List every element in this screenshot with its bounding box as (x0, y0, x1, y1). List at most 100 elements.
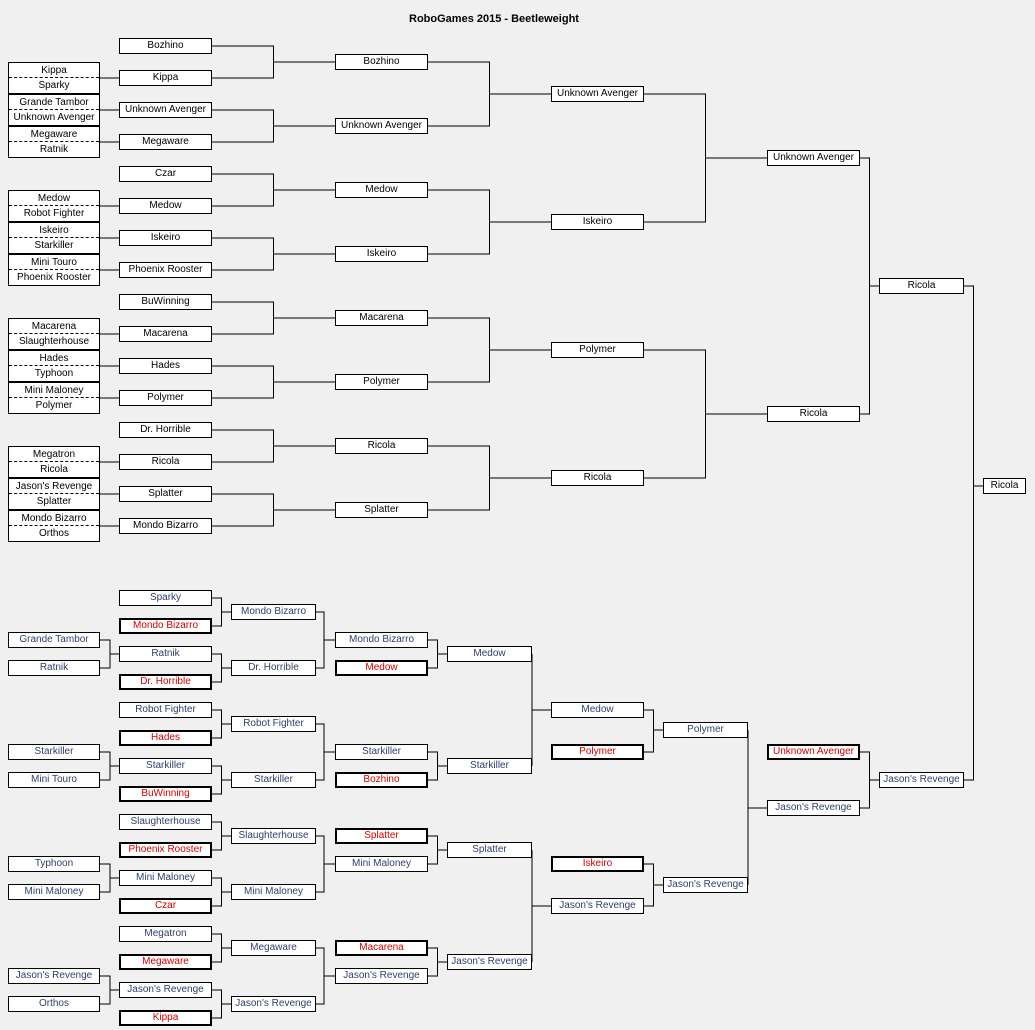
connector-line (100, 975, 111, 1005)
bracket-entry: Mondo Bizarro (119, 618, 212, 634)
connector-line (100, 639, 111, 669)
bracket-entry: Unknown Avenger (767, 744, 860, 760)
bracket-entry: Mini Maloney (231, 884, 316, 900)
play-in-competitor: Grande Tambor (9, 95, 99, 110)
bracket-entry: Robot Fighter (119, 702, 212, 718)
play-in-competitor: Polymer (35, 400, 73, 411)
bracket-entry: Kippa (119, 1010, 212, 1026)
bracket-entry: Mondo Bizarro (119, 518, 212, 534)
bracket-entry: Mini Maloney (335, 856, 428, 872)
bracket-entry: Czar (119, 898, 212, 914)
play-in-competitor: Typhoon (34, 368, 74, 379)
bracket-entry: Jason's Revenge (551, 898, 644, 914)
play-in-competitor: Mini Touro (9, 255, 99, 270)
bracket-entry: Phoenix Rooster (119, 842, 212, 858)
bracket-entry: Mini Touro (8, 772, 100, 788)
connector-line (428, 947, 438, 977)
play-in-competitor: Kippa (9, 63, 99, 78)
bracket-entry: Robot Fighter (231, 716, 316, 732)
bracket-entry: Macarena (335, 940, 428, 956)
bracket-entry: Megatron (119, 926, 212, 942)
bracket-entry: Iskeiro (551, 214, 644, 230)
bracket-entry: Bozhino (335, 772, 428, 788)
bracket-entry: Megaware (231, 940, 316, 956)
play-in-competitor: Phoenix Rooster (17, 272, 91, 283)
bracket-entry: Macarena (119, 326, 212, 342)
bracket-entry: Iskeiro (335, 246, 428, 262)
connector-line (644, 349, 706, 479)
bracket-entry: Mini Maloney (119, 870, 212, 886)
bracket-entry: Polymer (119, 390, 212, 406)
connector-line (212, 365, 274, 399)
bracket-entry: Jason's Revenge (231, 996, 316, 1012)
connector-line (212, 109, 274, 143)
connector-line (212, 765, 222, 795)
play-in-competitor: Slaughterhouse (18, 336, 90, 347)
play-in-competitor: Medow (9, 191, 99, 206)
bracket-entry: Sparky (119, 590, 212, 606)
bracket-entry: Polymer (551, 744, 644, 760)
bracket-entry: Medow (551, 702, 644, 718)
bracket-entry: Starkiller (335, 744, 428, 760)
connector-line (428, 751, 438, 781)
bracket-entry: Jason's Revenge (119, 982, 212, 998)
bracket-entry: Starkiller (447, 758, 532, 774)
bracket-entry: Polymer (663, 722, 748, 738)
connector-line (100, 751, 111, 781)
bracket-entry: Jason's Revenge (879, 772, 964, 788)
bracket-entry: BuWinning (119, 786, 212, 802)
bracket-entry: Jason's Revenge (447, 954, 532, 970)
bracket-entry: Iskeiro (551, 856, 644, 872)
connector-line (212, 989, 222, 1019)
connector-line (428, 639, 438, 669)
connector-line (212, 301, 274, 335)
bracket-entry: Medow (447, 646, 532, 662)
play-in-competitor: Orthos (38, 528, 69, 539)
connector-line (428, 445, 490, 511)
bracket-entry: Slaughterhouse (231, 828, 316, 844)
play-in-competitor: Megatron (9, 447, 99, 462)
connector-line (212, 933, 222, 963)
play-in-competitor: Jason's Revenge (9, 479, 99, 494)
bracket-entry: Grande Tambor (8, 632, 100, 648)
bracket-entry: Dr. Horrible (119, 674, 212, 690)
connector-line (212, 429, 274, 463)
play-in-competitor: Mondo Bizarro (9, 511, 99, 526)
bracket-entry: Polymer (551, 342, 644, 358)
bracket-entry: Mini Maloney (8, 884, 100, 900)
bracket-entry: Megaware (119, 134, 212, 150)
bracket-entry: Splatter (447, 842, 532, 858)
bracket-entry: Unknown Avenger (119, 102, 212, 118)
connector-line (212, 653, 222, 683)
connector-line (212, 237, 274, 271)
bracket-entry: Slaughterhouse (119, 814, 212, 830)
connector-line (860, 751, 870, 809)
bracket-entry: Dr. Horrible (119, 422, 212, 438)
bracket-entry: Mondo Bizarro (335, 632, 428, 648)
connector-line (428, 317, 490, 383)
connector-line (860, 157, 870, 415)
bracket-entry: Phoenix Rooster (119, 262, 212, 278)
bracket-entry: Medow (335, 660, 428, 676)
bracket-entry: Bozhino (335, 54, 428, 70)
bracket-entry: Macarena (335, 310, 428, 326)
bracket-entry: Splatter (335, 502, 428, 518)
connector-line (212, 877, 222, 907)
play-in-competitor: Robot Fighter (23, 208, 85, 219)
connector-line (644, 93, 706, 223)
play-in-competitor: Megaware (9, 127, 99, 142)
connector-line (212, 709, 222, 739)
connector-line (212, 493, 274, 527)
bracket-entry: Bozhino (119, 38, 212, 54)
play-in-competitor: Unknown Avenger (13, 112, 95, 123)
play-in-competitor: Ratnik (39, 144, 69, 155)
